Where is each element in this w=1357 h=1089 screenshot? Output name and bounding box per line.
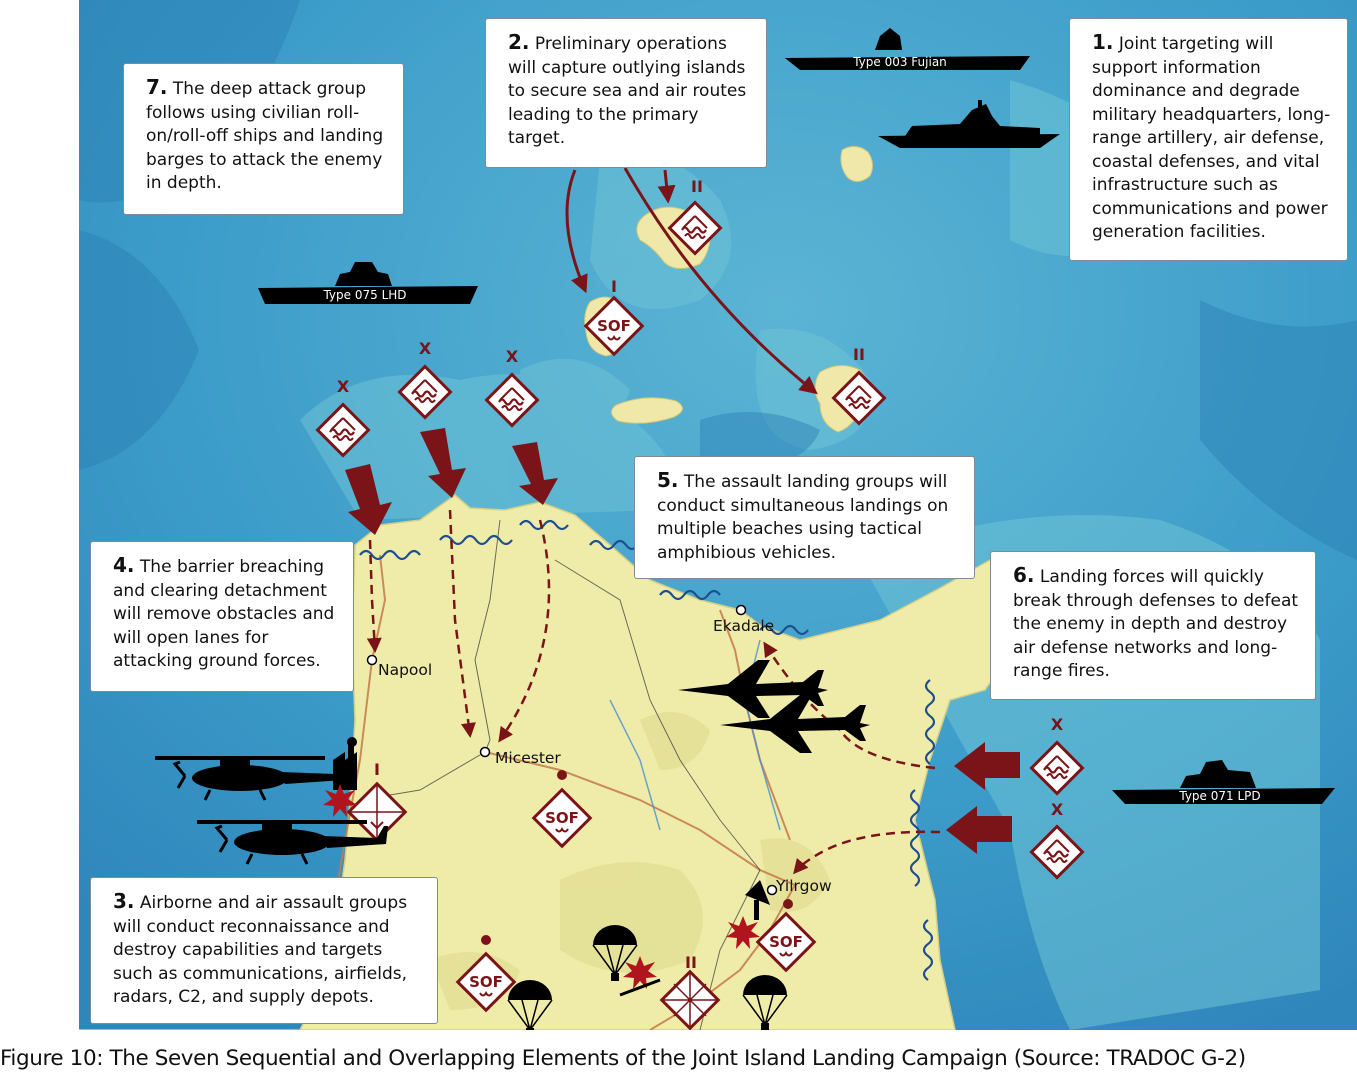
echelon-label: X	[1051, 715, 1064, 734]
amphibious-ship-icon: Type 075 LHD	[258, 262, 478, 304]
ship-label-lhd: Type 075 LHD	[322, 288, 406, 302]
preliminary-op-arrows	[565, 167, 818, 395]
breaching-unit	[346, 781, 408, 843]
callout-1: 1. Joint targeting will support informat…	[1069, 18, 1348, 261]
aircraft-carrier-icon: Type 003 Fujian	[785, 28, 1030, 70]
figure-caption: Figure 10: The Seven Sequential and Over…	[0, 1046, 1246, 1071]
unit-dots	[481, 770, 793, 945]
echelon-label: X	[1051, 800, 1064, 819]
echelon-label: X	[419, 339, 432, 358]
airborne-battalion	[659, 969, 721, 1030]
echelon-label: I	[374, 760, 380, 779]
sof-labels: SOF SOF SOF SOF	[469, 317, 803, 991]
sof-label: SOF	[769, 933, 803, 951]
landing-arrows	[345, 428, 1020, 854]
roads	[329, 554, 796, 1030]
callout-number: 3.	[113, 889, 135, 913]
town-napool: Napool	[378, 661, 432, 679]
callout-5: 5. The assault landing groups will condu…	[634, 456, 975, 579]
echelon-labels: X X X X X II II II I I	[337, 177, 1064, 972]
sof-label: SOF	[469, 973, 503, 991]
callout-text: Preliminary operations will capture outl…	[508, 34, 747, 148]
callout-text: Airborne and air assault groups will con…	[113, 893, 408, 1007]
callout-6: 6. Landing forces will quickly break thr…	[990, 551, 1316, 700]
callout-number: 4.	[113, 553, 135, 577]
callout-number: 5.	[657, 468, 679, 492]
unit-symbols	[316, 201, 1084, 1030]
callout-3: 3. Airborne and air assault groups will …	[90, 877, 438, 1024]
callout-number: 7.	[146, 75, 168, 99]
radar-icon	[745, 880, 770, 920]
callout-text: The barrier breaching and clearing detac…	[113, 557, 335, 671]
callout-2: 2. Preliminary operations will capture o…	[485, 18, 767, 168]
echelon-label: II	[853, 345, 865, 364]
factory-icon	[333, 737, 357, 790]
callout-number: 2.	[508, 30, 530, 54]
destroyed-marker	[619, 978, 661, 997]
echelon-label: X	[337, 377, 350, 396]
callout-text: The deep attack group follows using civi…	[146, 79, 384, 193]
echelon-label: II	[685, 953, 697, 972]
callout-text: Landing forces will quickly break throug…	[1013, 567, 1299, 681]
echelon-label: II	[691, 177, 703, 196]
ship-label-lpd: Type 071 LPD	[1178, 789, 1260, 803]
destroyer-icon	[878, 100, 1060, 148]
sof-label: SOF	[597, 317, 631, 335]
callout-text: Joint targeting will support information…	[1092, 34, 1331, 242]
callout-number: 1.	[1092, 30, 1114, 54]
callout-4: 4. The barrier breaching and clearing de…	[90, 541, 354, 692]
town-micester: Micester	[495, 749, 561, 767]
town-yilrgow: Yilrgow	[775, 877, 832, 895]
towns: Napool Micester Ekadale Yilrgow	[366, 604, 832, 896]
echelon-label: I	[611, 277, 617, 296]
echelon-label: X	[506, 347, 519, 366]
coastal-barriers	[359, 519, 936, 981]
town-ekadale: Ekadale	[713, 617, 774, 635]
amphibious-ship-icon: Type 071 LPD	[1112, 760, 1335, 804]
sof-label: SOF	[545, 809, 579, 827]
ship-label-fujian: Type 003 Fujian	[852, 55, 947, 69]
callout-text: The assault landing groups will conduct …	[657, 472, 949, 563]
callout-number: 6.	[1013, 563, 1035, 587]
callout-7: 7. The deep attack group follows using c…	[123, 63, 404, 215]
